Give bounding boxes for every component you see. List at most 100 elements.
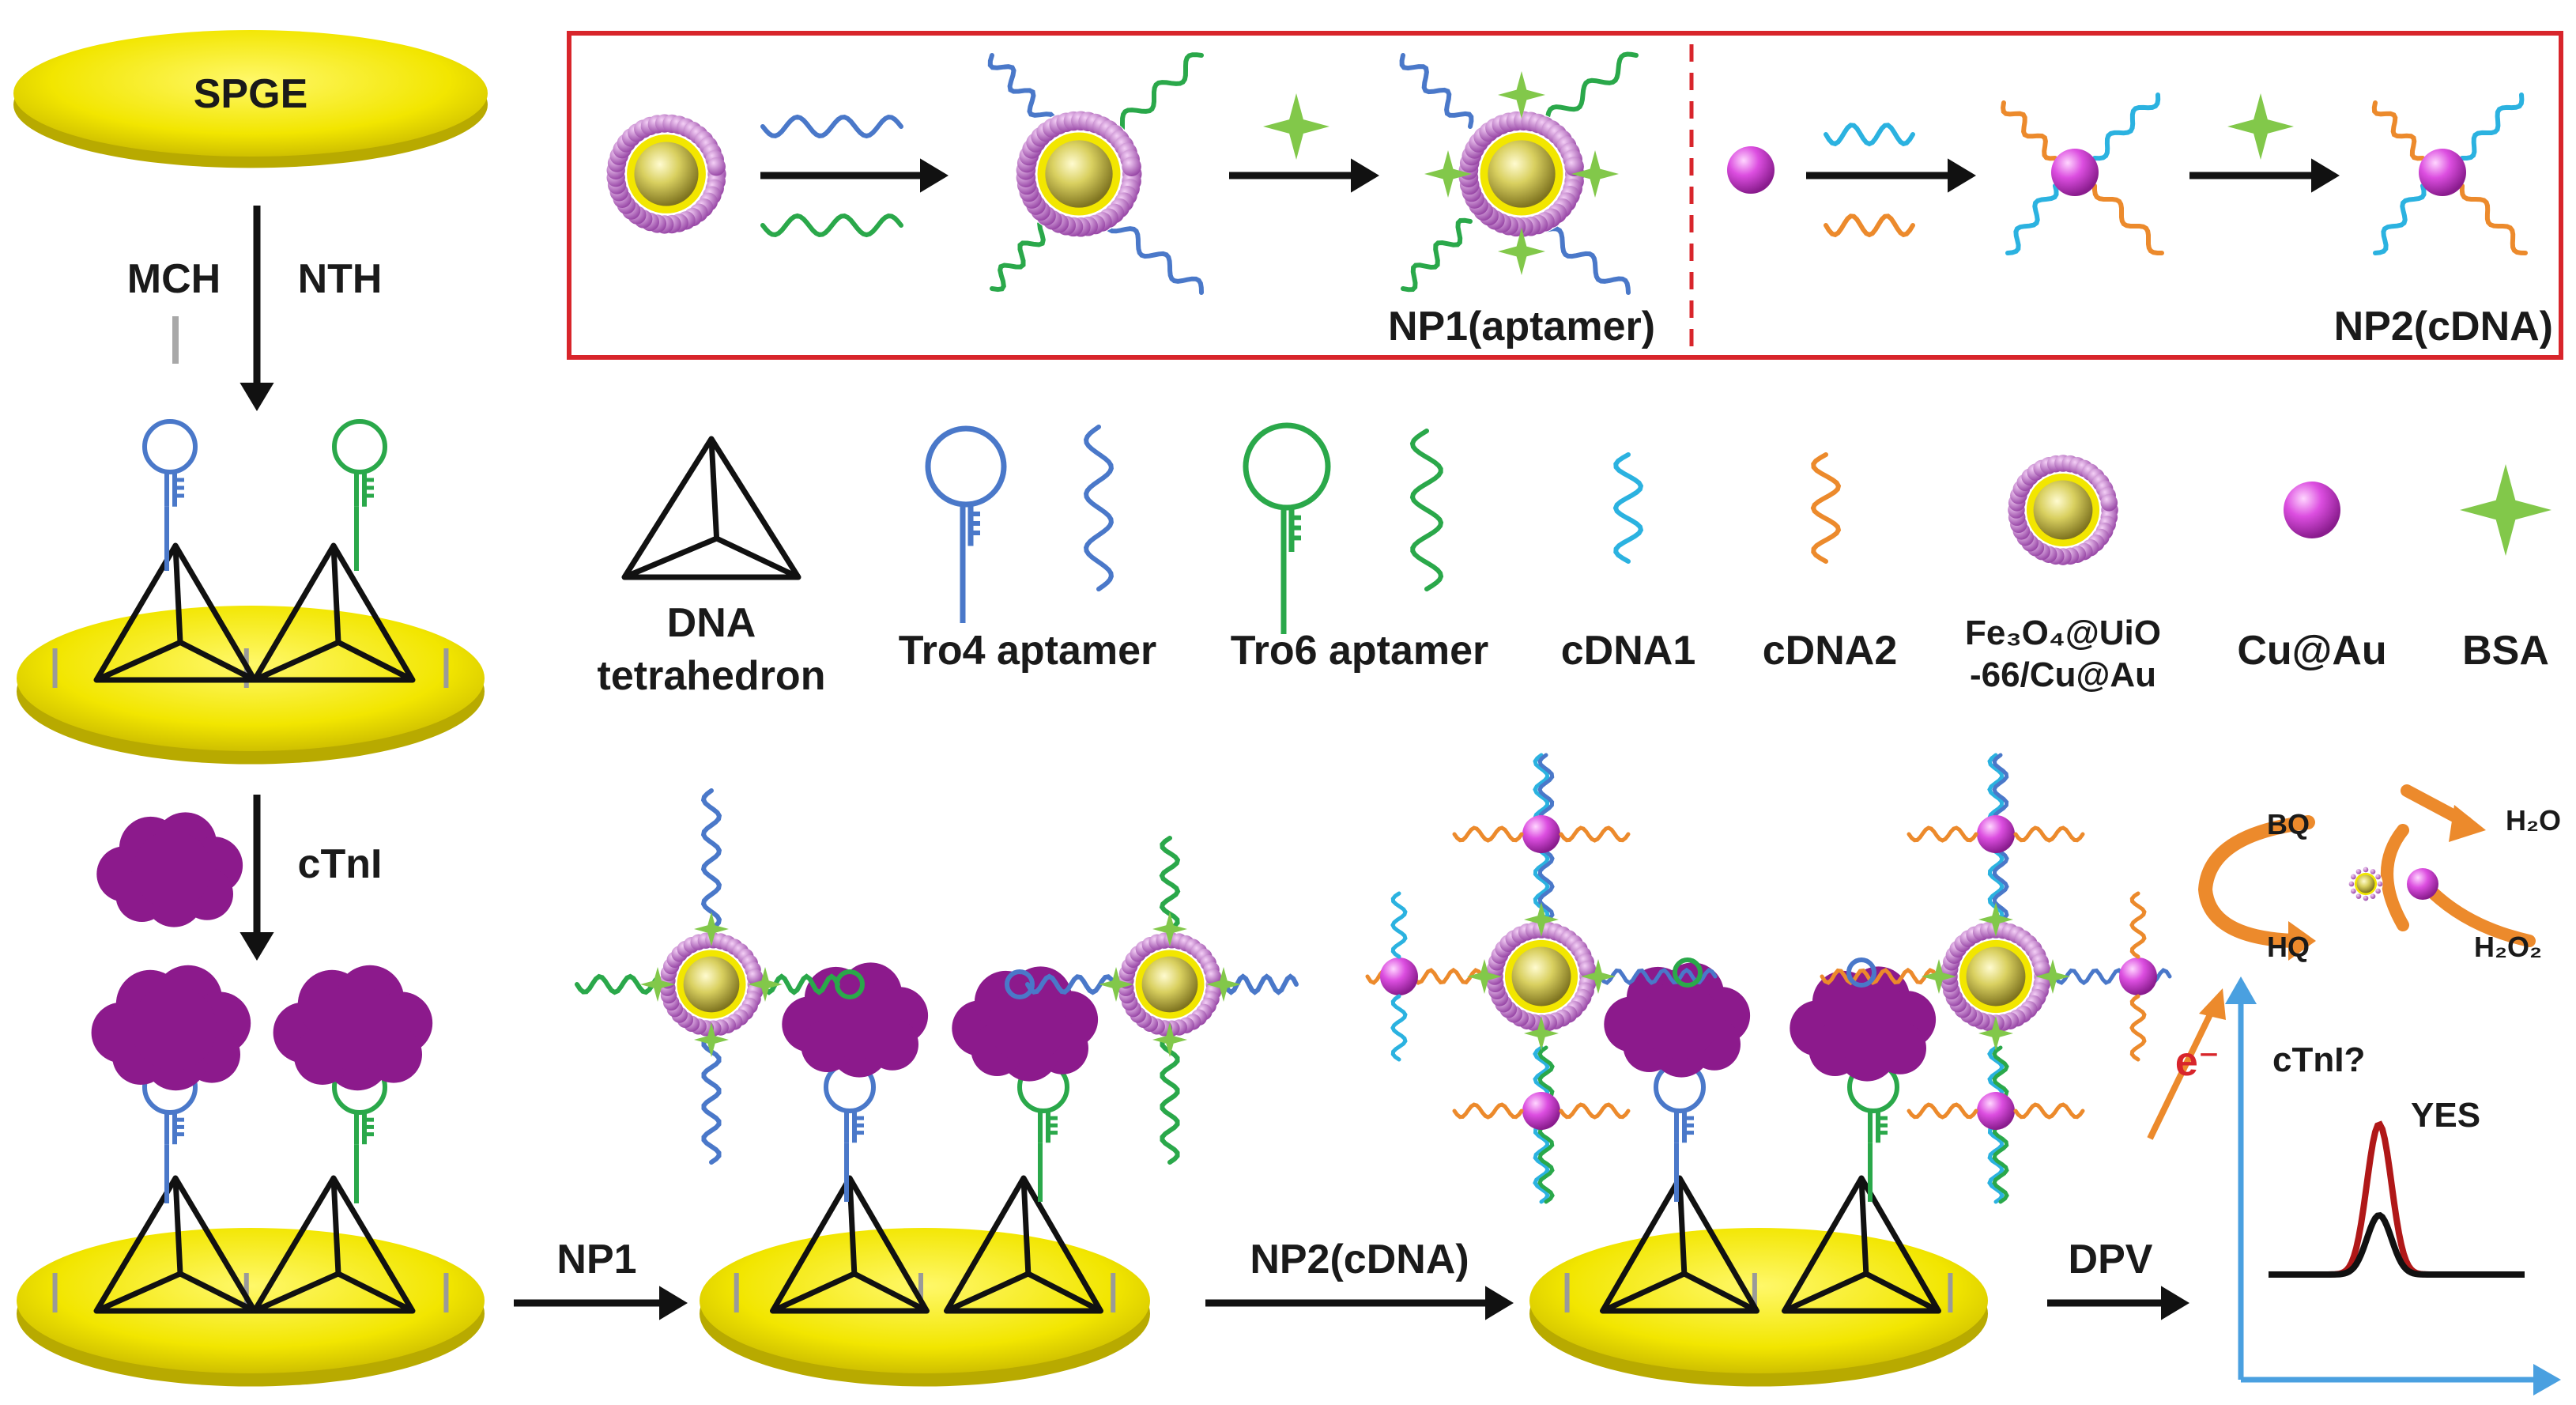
electron-label: e⁻ [2175,1039,2220,1085]
electrode-modified [17,606,485,765]
electron-arrow-shaft [2147,1007,2216,1140]
cycle-mof-bead [2377,881,2383,887]
sandwich-left-bsa [1581,959,1616,994]
np2-reagent-cdna2 [1824,213,1915,238]
tetrahedron-left-1 [93,542,258,683]
nth-label: NTH [298,256,383,302]
tetrahedron-left-2-face [251,542,416,683]
tro6-hairpin-left-loop [332,419,387,474]
tro6-hairpin-left [332,419,387,571]
arrow-np2-a-head [1948,158,1976,193]
ctni-np1-2-lobe [988,984,1067,1063]
sandwich-right-bsa-shape [1978,902,2013,937]
np2-fin-strand [2459,183,2528,255]
cycle-mof [2348,867,2383,901]
sandwich-left-mof-core [1511,946,1571,1007]
sandwich-right-mof [1940,920,2052,1033]
np1a-mof-core [683,956,740,1013]
arrow-ctni [239,795,274,961]
tetrahedron-bound-1-edge-3 [179,1271,256,1314]
tetrahedron-np1-2-edge-2 [945,1271,1030,1314]
mch-label: MCH [127,256,221,302]
np2-int-cu-au [2051,149,2099,196]
cycle-mof-bead [2348,881,2355,887]
inset-nanoprobe-synthesis: NP1(aptamer)NP2(cDNA) [567,31,2563,360]
arrow-step-dpv-head [2161,1286,2189,1320]
tetrahedron-np2-1-edge-1 [1676,1177,1688,1275]
arrow-step-np1 [514,1286,688,1320]
arrow-mch-nth [239,206,274,411]
np2-title: NP2(cDNA) [2334,304,2553,349]
tetrahedron-np1-2-edge-1 [1020,1177,1032,1275]
np1a-link-loop [835,969,865,999]
tetrahedron-np2-2-edge-2 [1783,1271,1868,1314]
np2-int-strand [2092,93,2161,161]
spge-label: SPGE [194,71,308,117]
np2-final [2371,93,2528,255]
legend-icon-tro6-hairpin-loop [1243,422,1331,511]
legend-icon-tro4-strand [1084,425,1114,591]
sandwich-left-mof-bead [1578,960,1597,978]
sandwich-left-side-strand [1390,994,1408,1062]
np1-int-strand [987,53,1056,129]
cycle-mof-bead [2355,893,2362,899]
legend-icon-cu-au [2284,482,2340,538]
sandwich-left-bsa-shape [1524,1016,1559,1051]
np1-fin-bsa-shape [1498,71,1545,119]
tetrahedron-bound-2-edge-2 [253,1271,340,1314]
np1b-mof-bead [1205,969,1222,985]
tetrahedron-bound-2-edge-3 [337,1271,414,1314]
np2-reagent-cdna1 [1824,123,1915,147]
sandwich-right-cu-strand [2013,1102,2085,1120]
tetrahedron-np1-1-face [770,1175,930,1314]
np1-fin-bsa [1498,71,1545,119]
sandwich-right-bsa [1922,959,1956,994]
step-np2-label: NP2(cDNA) [1250,1237,1469,1282]
sandwich-left-bsa-shape [1467,959,1502,994]
dpv-ctni-question: cTnI? [2272,1041,2365,1079]
legend-icon-tro4-hairpin-loop [925,425,1007,508]
np1a-bsa-shape [640,967,675,1002]
np2-bsa-reagent-shape [2227,93,2294,160]
np1b-strand [1160,1033,1180,1165]
tetrahedron-left-2-edge-1 [330,545,341,643]
sandwich-left-bsa [1467,959,1502,994]
np1-bsa-reagent [1263,93,1329,160]
cycle-cu-au [2407,868,2438,900]
tetrahedron-np1-1-edge-2 [771,1271,856,1314]
ctni-bound-1 [91,965,251,1091]
cycle-h2o-label: H₂O [2506,804,2561,837]
sandwich-left-bsa [1524,1016,1559,1051]
legend-label-dna-tetrahedron-line1: DNA [667,600,756,646]
tetrahedron-np2-1-face [1600,1175,1759,1314]
legend-icon-dna-tetrahedron-edge-2 [623,535,718,580]
sandwich-left-cu-strand [1559,1102,1631,1120]
np1a-strand [701,1033,722,1165]
cycle-h2o2-label: H₂O₂ [2474,931,2542,963]
tetrahedron-np1-1 [770,1175,930,1314]
sandwich-right-cu-strand [1907,825,1978,843]
arrow-np1-a-head [920,158,949,193]
ctni-protein-free-lobe [133,830,212,909]
tetrahedron-bound-2 [251,1175,416,1314]
np1a-bsa [640,967,675,1002]
np1-fin-bsa [1424,150,1472,198]
spge-electrode-surface [13,30,488,157]
cycle-bq-label: BQ [2267,808,2310,840]
electrode-np2 [1529,1228,1988,1387]
tetrahedron-np2-1 [1600,1175,1759,1314]
tetrahedron-left-1-edge-1 [172,545,183,643]
arrow-np2-a [1806,158,1976,193]
np1-fin-strand [1401,217,1473,293]
np1-fin-mof-core [1488,140,1556,208]
np1-reagent-tro4 [760,114,903,139]
sandwich-left-cu-strand [1452,1102,1524,1120]
sandwich-right-bsa-shape [2035,959,2070,994]
tetrahedron-bound-1-face [93,1175,258,1314]
np1-int-mof-bead [1122,157,1141,176]
np1b-link-loop [1005,969,1035,999]
tetrahedron-bound-1-edge-2 [95,1271,182,1314]
